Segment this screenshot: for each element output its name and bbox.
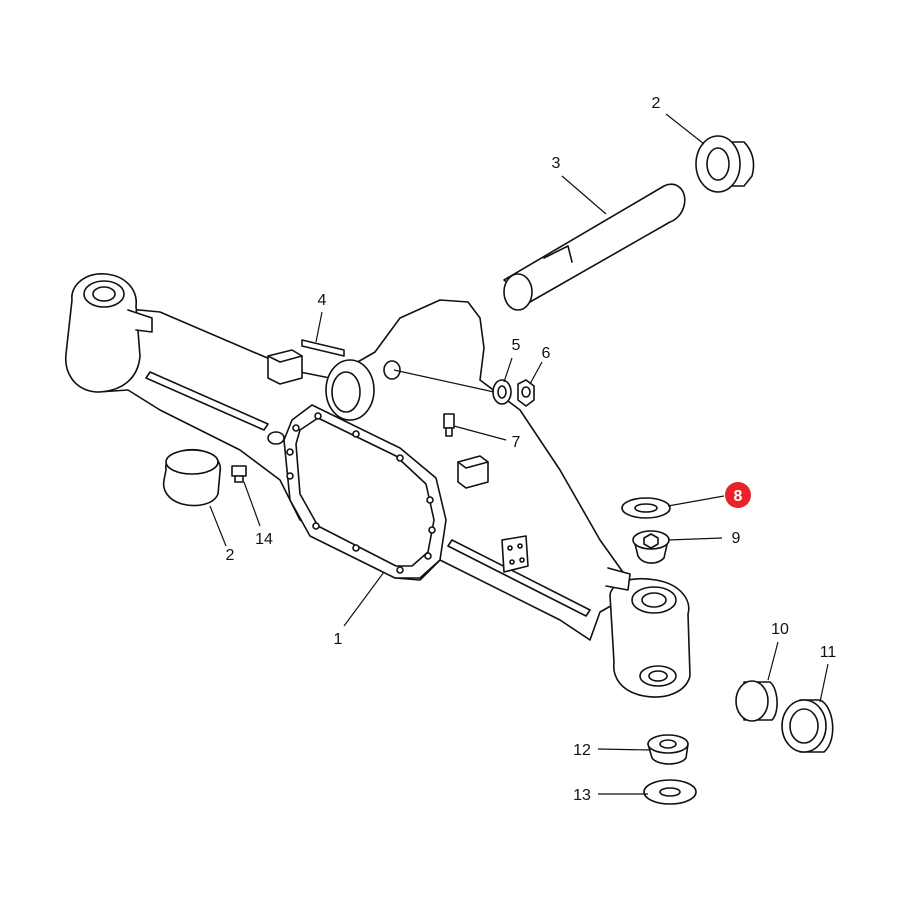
washer-part-5	[492, 379, 512, 405]
screw-part-14	[231, 465, 247, 483]
callout-7: 7	[512, 434, 521, 451]
callout-1: 1	[334, 631, 343, 648]
callout-13: 13	[573, 787, 591, 804]
callout-9: 9	[732, 530, 741, 547]
leader-lines	[209, 113, 829, 795]
callout-2-top: 2	[652, 95, 661, 112]
callout-8-highlighted: 8	[725, 482, 751, 508]
callout-5: 5	[512, 337, 521, 354]
callout-11: 11	[820, 644, 837, 661]
pivot-pin-part-3	[503, 183, 686, 311]
washer-part-8	[621, 497, 671, 519]
bush-part-10	[735, 680, 778, 722]
callout-10: 10	[771, 621, 789, 638]
callout-6: 6	[542, 345, 551, 362]
nut-part-6	[517, 379, 535, 407]
bushing-part-2-left	[162, 448, 222, 507]
callout-14: 14	[255, 531, 273, 548]
svg-text:8: 8	[734, 488, 743, 505]
pin-part-4	[301, 339, 345, 357]
callout-3: 3	[552, 155, 561, 172]
callout-12: 12	[573, 742, 591, 759]
axle-housing-part-1	[65, 273, 691, 698]
callout-2-left: 2	[226, 547, 235, 564]
callout-4: 4	[318, 292, 327, 309]
bush-part-9	[632, 530, 670, 564]
washer-part-13	[643, 779, 697, 805]
bushing-part-2-top	[695, 135, 755, 193]
breather-part-7	[443, 413, 455, 437]
bush-part-11	[781, 699, 834, 753]
nut-part-12	[647, 734, 689, 765]
